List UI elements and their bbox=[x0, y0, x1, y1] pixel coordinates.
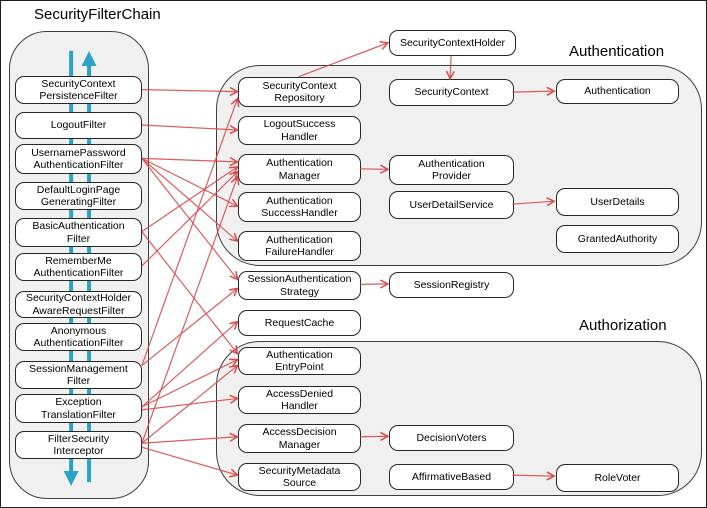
request-cache-box: RequestCache bbox=[238, 310, 361, 336]
session-management-filter-box: SessionManagement Filter bbox=[15, 361, 142, 389]
session-authentication-strategy-box: SessionAuthentication Strategy bbox=[238, 271, 361, 300]
username-password-authentication-filter-box: UsernamePassword AuthenticationFilter bbox=[15, 144, 142, 174]
security-context-box: SecurityContext bbox=[389, 79, 514, 106]
anonymous-authentication-filter-box: Anonymous AuthenticationFilter bbox=[15, 323, 142, 351]
session-registry-box: SessionRegistry bbox=[389, 272, 514, 298]
authentication-entry-point-box: Authentication EntryPoint bbox=[238, 347, 361, 375]
remember-me-authentication-filter-box: RememberMe AuthenticationFilter bbox=[15, 253, 142, 281]
authorization-group-label: Authorization bbox=[579, 317, 667, 334]
authentication-success-handler-box: Authentication SuccessHandler bbox=[238, 192, 361, 222]
security-context-holder-aware-request-filter-box: SecurityContextHolder AwareRequestFilter bbox=[15, 291, 142, 318]
security-metadata-source-box: SecurityMetadata Source bbox=[238, 463, 361, 491]
user-detail-service-box: UserDetailService bbox=[389, 191, 514, 219]
decision-voters-box: DecisionVoters bbox=[389, 425, 514, 451]
authentication-provider-box: Authentication Provider bbox=[389, 155, 514, 185]
security-context-persistence-filter-box: SecurityContext PersistenceFilter bbox=[15, 76, 142, 104]
access-decision-manager-box: AccessDecision Manager bbox=[238, 424, 361, 453]
exception-translation-filter-box: Exception TranslationFilter bbox=[15, 394, 142, 423]
security-filter-chain-label: SecurityFilterChain bbox=[34, 6, 161, 23]
access-denied-handler-box: AccessDenied Handler bbox=[238, 386, 361, 414]
filter-security-interceptor-box: FilterSecurity Interceptor bbox=[15, 431, 142, 459]
authentication-failure-handler-box: Authentication FailureHandler bbox=[238, 231, 361, 261]
affirmative-based-box: AffirmativeBased bbox=[389, 464, 514, 490]
user-details-box: UserDetails bbox=[556, 188, 679, 216]
authentication-box: Authentication bbox=[556, 79, 679, 104]
authentication-manager-box: Authentication Manager bbox=[238, 154, 361, 185]
role-voter-box: RoleVoter bbox=[556, 464, 679, 492]
granted-authority-box: GrantedAuthority bbox=[556, 225, 679, 253]
logout-success-handler-box: LogoutSuccess Handler bbox=[238, 116, 361, 145]
security-context-repository-box: SecurityContext Repository bbox=[238, 77, 361, 107]
basic-authentication-filter-box: BasicAuthentication Filter bbox=[15, 218, 142, 247]
security-context-holder-box: SecurityContextHolder bbox=[389, 30, 516, 56]
default-login-page-generating-filter-box: DefaultLoginPage GeneratingFilter bbox=[15, 182, 142, 210]
authentication-group-label: Authentication bbox=[569, 43, 665, 60]
logout-filter-box: LogoutFilter bbox=[15, 112, 142, 139]
